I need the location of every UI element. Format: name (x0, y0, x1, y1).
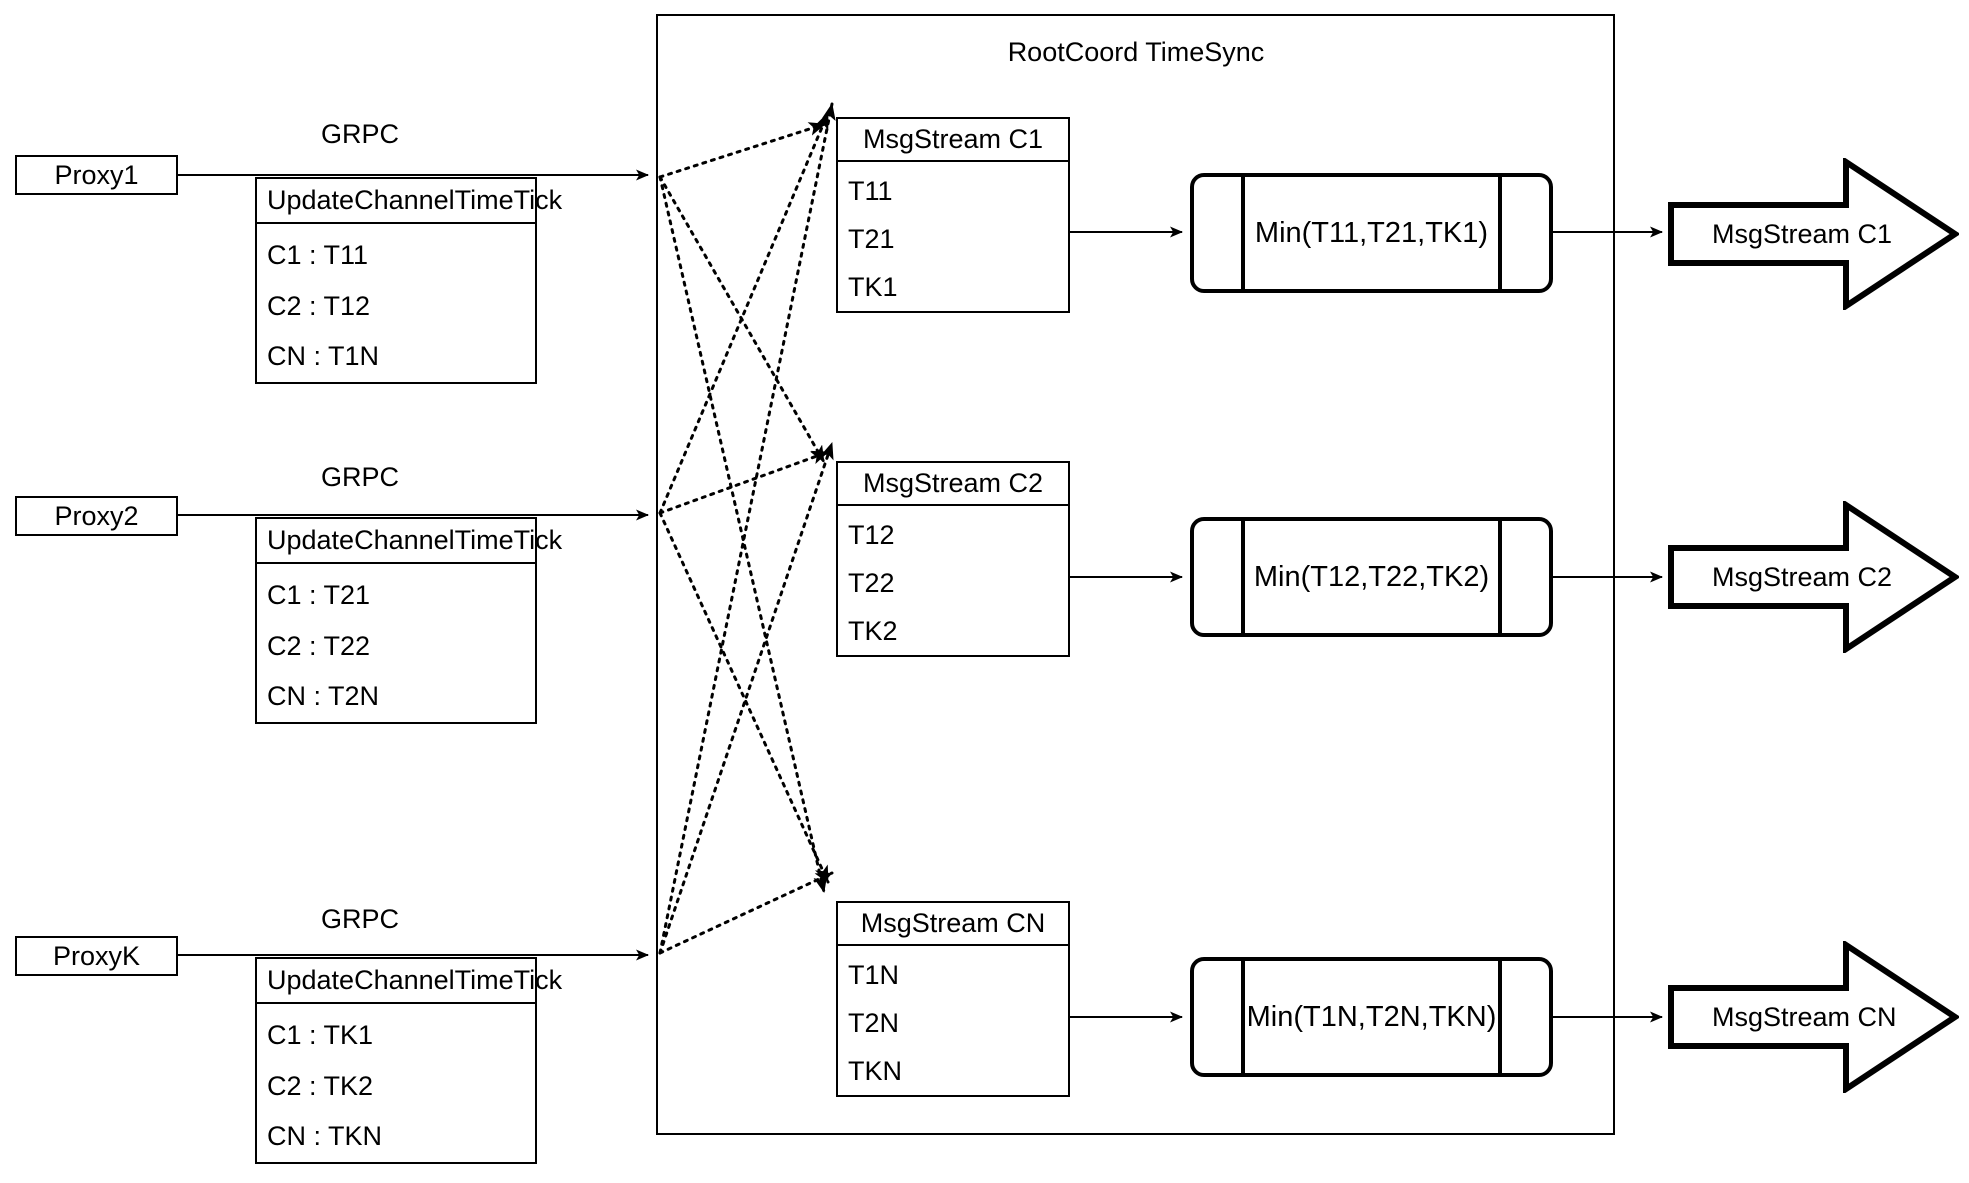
msgstream-box-c2: MsgStream C2 T12 T22 TK2 (836, 461, 1070, 657)
msgstream-body-c1: T11 T21 TK1 (838, 162, 1068, 311)
msgstream-row: T1N (848, 960, 900, 991)
msgstream-row: T12 (848, 520, 895, 551)
msgstream-row: T2N (848, 1008, 900, 1038)
min-process-label-cn: Min(T1N,T2N,TKN) (1246, 1000, 1497, 1033)
min-process-outline (1190, 173, 1553, 293)
grpc-label-proxy1: GRPC (320, 119, 399, 149)
request-header-proxy2: UpdateChannelTimeTick (257, 519, 562, 564)
msgstream-row: TKN (848, 1055, 902, 1086)
proxy-box-proxyk[interactable]: ProxyK (15, 936, 178, 976)
output-block-arrow-c2: MsgStream C2 (1668, 499, 1961, 655)
request-row: C1 : T11 (267, 239, 369, 270)
block-arrow-shape (1668, 156, 1961, 312)
msgstream-row: T11 (848, 176, 893, 207)
min-process-right-bar (1498, 957, 1502, 1077)
grpc-label-proxyk: GRPC (320, 904, 399, 934)
proxy-label-proxy1: Proxy1 (54, 159, 139, 190)
msgstream-header-cn: MsgStream CN (838, 903, 1068, 946)
request-header-proxy1: UpdateChannelTimeTick (257, 179, 562, 224)
msgstream-body-cn: T1N T2N TKN (838, 946, 1068, 1095)
output-block-arrow-cn: MsgStream CN (1668, 939, 1961, 1095)
min-process-left-bar (1241, 957, 1245, 1077)
request-row: C2 : TK2 (267, 1070, 374, 1101)
rootcoord-timesync-title: RootCoord TimeSync (1007, 37, 1265, 67)
proxy-label-proxy2: Proxy2 (54, 500, 139, 531)
request-row: CN : TKN (267, 1121, 383, 1152)
min-process-c1: Min(T11,T21,TK1) (1190, 173, 1553, 293)
output-label-c1: MsgStream C1 (1712, 218, 1893, 249)
output-block-arrow-c1: MsgStream C1 (1668, 156, 1961, 312)
request-body-proxyk: C1 : TK1 C2 : TK2 CN : TKN (257, 1004, 535, 1162)
proxy-box-proxy1[interactable]: Proxy1 (15, 155, 178, 195)
min-process-left-bar (1241, 517, 1245, 637)
request-body-proxy2: C1 : T21 C2 : T22 CN : T2N (257, 564, 535, 722)
min-process-label-c1: Min(T11,T21,TK1) (1254, 216, 1489, 249)
proxy-box-proxy2[interactable]: Proxy2 (15, 496, 178, 536)
request-row: C1 : TK1 (267, 1019, 374, 1050)
block-arrow-shape (1668, 499, 1961, 655)
request-body-proxy1: C1 : T11 C2 : T12 CN : T1N (257, 224, 535, 382)
min-process-outline (1190, 957, 1553, 1077)
min-process-outline (1190, 517, 1553, 637)
grpc-label-proxy2: GRPC (320, 462, 399, 492)
min-process-c2: Min(T12,T22,TK2) (1190, 517, 1553, 637)
min-process-left-bar (1241, 173, 1245, 293)
request-box-proxyk: UpdateChannelTimeTick C1 : TK1 C2 : TK2 … (255, 957, 562, 1164)
rootcoord-timesync-container (656, 14, 1615, 1135)
msgstream-row: TK1 (848, 271, 898, 302)
proxy-label-proxyk: ProxyK (52, 940, 141, 971)
msgstream-header-c1: MsgStream C1 (838, 119, 1068, 162)
block-arrow-shape (1668, 939, 1961, 1095)
min-process-cn: Min(T1N,T2N,TKN) (1190, 957, 1553, 1077)
msgstream-header-c2: MsgStream C2 (838, 463, 1068, 506)
msgstream-row: T21 (848, 224, 895, 254)
request-row: C2 : T12 (267, 290, 371, 321)
request-header-proxyk: UpdateChannelTimeTick (257, 959, 562, 1004)
msgstream-box-c1: MsgStream C1 T11 T21 TK1 (836, 117, 1070, 313)
msgstream-box-cn: MsgStream CN T1N T2N TKN (836, 901, 1070, 1097)
msgstream-row: T22 (848, 568, 895, 598)
request-row: CN : T2N (267, 681, 380, 712)
request-box-proxy1: UpdateChannelTimeTick C1 : T11 C2 : T12 … (255, 177, 562, 384)
msgstream-body-c2: T12 T22 TK2 (838, 506, 1068, 655)
request-row: CN : T1N (267, 341, 380, 372)
msgstream-row: TK2 (848, 615, 898, 646)
min-process-right-bar (1498, 517, 1502, 637)
min-process-right-bar (1498, 173, 1502, 293)
request-row: C1 : T21 (267, 579, 371, 610)
output-label-cn: MsgStream CN (1712, 1001, 1897, 1032)
output-label-c2: MsgStream C2 (1712, 561, 1893, 592)
request-box-proxy2: UpdateChannelTimeTick C1 : T21 C2 : T22 … (255, 517, 562, 724)
min-process-label-c2: Min(T12,T22,TK2) (1253, 560, 1490, 593)
request-row: C2 : T22 (267, 630, 371, 661)
